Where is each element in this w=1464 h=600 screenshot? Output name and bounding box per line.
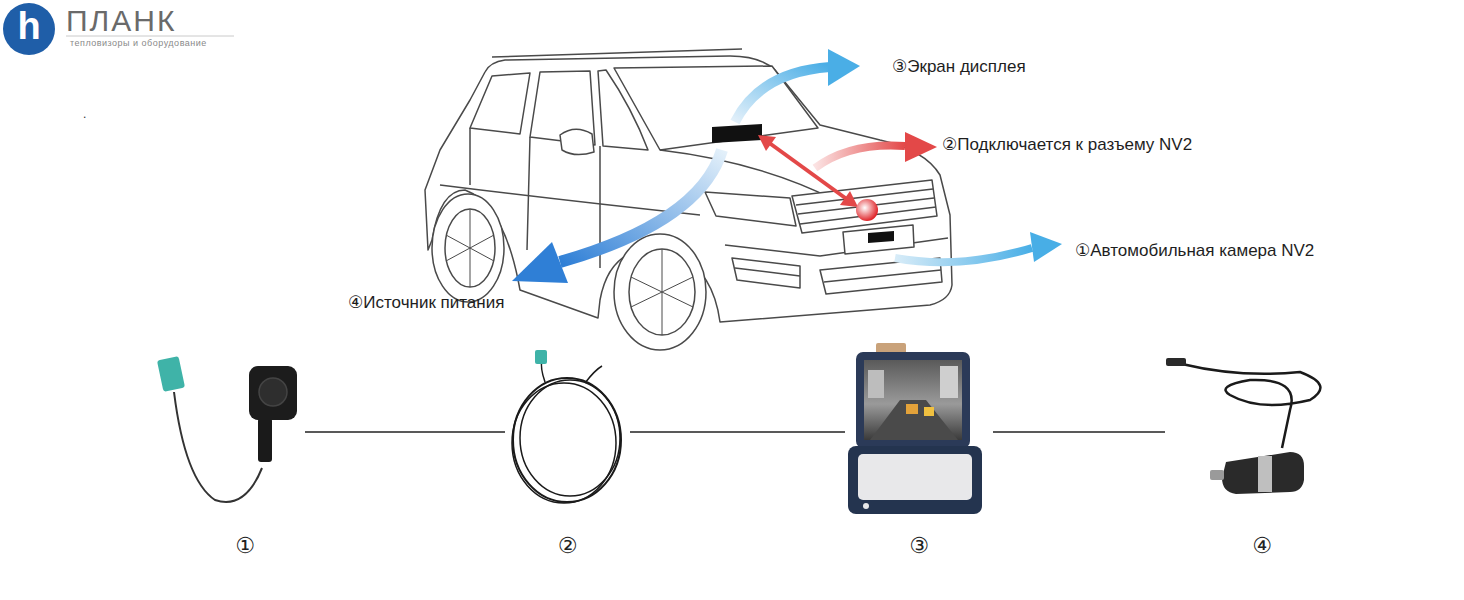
mirror	[560, 129, 594, 154]
rear-spokes	[446, 209, 494, 287]
callout-number: ①	[185, 533, 305, 558]
screen-car	[906, 404, 918, 414]
front-wheel	[614, 234, 706, 350]
connector-line	[305, 431, 505, 433]
callout-text: ②Подключается к разъему NV2	[942, 135, 1192, 155]
roof-rail	[492, 49, 742, 57]
plug-band	[1258, 456, 1272, 492]
display-base	[848, 446, 982, 514]
product-item: ④	[1165, 346, 1359, 560]
plug-tip	[1210, 470, 1224, 480]
camera-stem	[258, 418, 272, 462]
camera-body	[249, 366, 297, 420]
connector-line	[630, 431, 845, 433]
fakra-plug	[157, 356, 185, 392]
power-cable	[1182, 364, 1320, 448]
cable-arrow	[768, 142, 848, 200]
headlight	[705, 192, 796, 226]
arrow-to-display	[735, 67, 830, 122]
cable-plug	[535, 350, 547, 364]
cable-loop	[512, 383, 616, 503]
grille-bars	[796, 189, 936, 224]
brand-badge	[863, 503, 869, 509]
screen-building	[868, 370, 884, 398]
arrow-head	[840, 191, 858, 207]
camera-wire	[174, 392, 262, 502]
arrow-to-power	[560, 150, 722, 262]
callout-number: ②	[505, 533, 630, 558]
hood-line	[660, 150, 835, 200]
brand-name: ПЛАНК	[66, 4, 176, 39]
fog-vent	[732, 258, 800, 288]
callout-number: ③	[845, 533, 993, 558]
screen-frame	[856, 352, 970, 448]
camera-product	[157, 356, 297, 502]
callout-text: ③Экран дисплея	[892, 57, 1026, 77]
cigarette-plug	[1222, 452, 1304, 494]
screen	[864, 360, 962, 440]
arrow-to-camera	[895, 248, 1032, 262]
arrow-head	[1030, 232, 1062, 262]
screen-car	[924, 407, 934, 416]
fog-bars	[735, 268, 941, 282]
cable-product	[512, 350, 621, 503]
arrow-head	[512, 242, 568, 283]
screen-road	[870, 400, 958, 440]
plate	[843, 225, 914, 254]
nv2-camera	[856, 199, 878, 221]
arrow-head	[828, 49, 860, 86]
product-item: ③	[845, 338, 993, 560]
rear-wheel	[432, 194, 504, 302]
arrow-head	[905, 132, 937, 162]
arrow-head	[758, 135, 776, 151]
front-spokes	[631, 249, 693, 335]
callout-text: ④Источник питания	[348, 293, 504, 313]
camera-lens	[259, 378, 287, 406]
power-product	[1166, 358, 1320, 494]
connector-line	[993, 431, 1165, 433]
front-rim	[629, 249, 695, 335]
speaker-grille	[858, 454, 972, 500]
rear-window	[470, 73, 530, 134]
cable-loop	[513, 378, 621, 502]
product-item: ①	[185, 346, 305, 560]
grille	[792, 180, 937, 233]
display-product	[848, 343, 982, 514]
product-item: ②	[505, 346, 630, 560]
logo-mark: h	[17, 5, 40, 49]
dash-display	[712, 124, 762, 143]
arrow-to-connector	[815, 145, 905, 168]
callout-text: ①Автомобильная камера NV2	[1075, 241, 1314, 261]
dc-plug	[1166, 358, 1186, 366]
screen-building	[940, 366, 958, 398]
cable-loop	[520, 380, 620, 496]
logo-circle	[3, 3, 55, 55]
cable-end	[541, 360, 602, 383]
rear-rim	[445, 209, 495, 287]
callout-number: ④	[1165, 533, 1359, 558]
plate-camera-box	[868, 231, 894, 243]
stray-dot: .	[83, 108, 86, 122]
brand-tagline: тепловизоры и оборудование	[70, 38, 207, 48]
